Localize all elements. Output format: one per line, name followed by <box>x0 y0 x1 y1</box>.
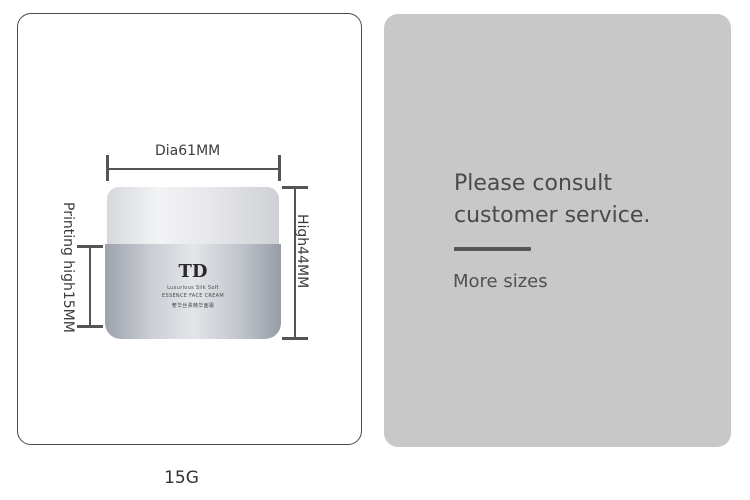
consult-message: Please consult customer service. <box>454 171 651 228</box>
diameter-tick-left <box>106 155 109 181</box>
print-height-label: Printing high15MM <box>60 202 76 333</box>
diameter-label: Dia61MM <box>155 143 221 159</box>
diameter-line <box>107 168 279 170</box>
height-tick-bottom <box>282 337 308 340</box>
info-panel: Please consult customer service. More si… <box>384 14 731 447</box>
accent-divider <box>454 247 531 251</box>
jar-body: TD Luxurious Silk Soft ESSENCE FACE CREA… <box>105 244 281 339</box>
jar-text-line1: Luxurious Silk Soft <box>167 285 219 291</box>
print-height-tick-bottom <box>77 325 103 328</box>
jar-text-line3: 奢华丝柔精华面霜 <box>171 303 215 309</box>
capacity-caption: 15G <box>164 468 199 488</box>
jar-lid <box>107 187 279 246</box>
print-height-tick-top <box>77 245 103 248</box>
jar-text-line2: ESSENCE FACE CREAM <box>162 293 224 299</box>
height-label: High44MM <box>294 214 310 289</box>
jar-brand-logo: TD <box>178 261 208 282</box>
height-tick-top <box>282 186 308 189</box>
more-sizes-label: More sizes <box>453 271 548 292</box>
height-line <box>294 187 296 339</box>
print-height-line <box>89 246 91 327</box>
diameter-tick-right <box>278 155 281 181</box>
